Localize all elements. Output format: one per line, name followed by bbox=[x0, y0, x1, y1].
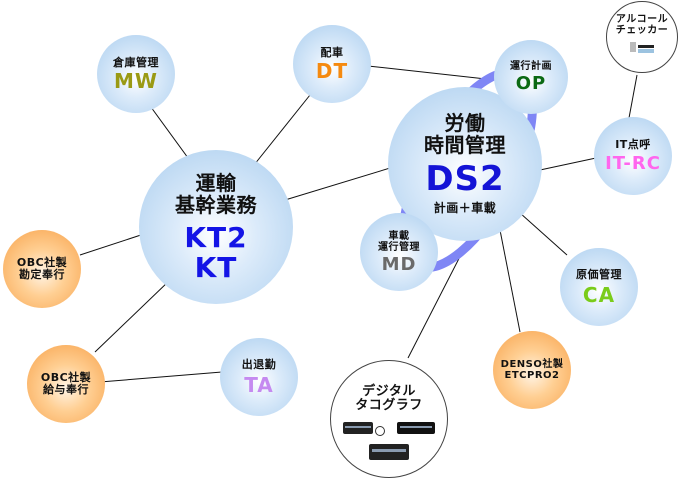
node-kt-code-1: KT2 bbox=[184, 221, 248, 254]
digital-tachograph-devices-icon bbox=[341, 420, 437, 466]
node-mw-code: MW bbox=[114, 69, 158, 94]
node-tacho-title-1: デジタル bbox=[362, 384, 416, 399]
node-itrc-code: IT-RC bbox=[605, 152, 661, 174]
node-md-title-1: 車載 bbox=[388, 230, 410, 242]
node-ta[interactable]: 出退勤 TA bbox=[220, 338, 298, 416]
node-alcohol-checker[interactable]: アルコール チェッカー bbox=[606, 1, 678, 73]
node-op[interactable]: 運行計画 OP bbox=[494, 40, 568, 114]
node-denso[interactable]: DENSO社製 ETCPRO2 bbox=[493, 331, 571, 409]
node-obc-kyuyo-title-2: 給与奉行 bbox=[43, 383, 89, 396]
node-obc-kyuyo-title-1: OBC社製 bbox=[40, 370, 92, 384]
node-ds2-title-2: 時間管理 bbox=[424, 133, 506, 158]
node-kt[interactable]: 運輸 基幹業務 KT2 KT bbox=[139, 150, 293, 304]
node-kt-title-1: 運輸 bbox=[195, 171, 237, 195]
edge-ds2-itrc bbox=[539, 157, 597, 171]
node-denso-title-1: DENSO社製 bbox=[500, 359, 564, 370]
edge-dt-op bbox=[367, 65, 496, 81]
node-alcohol-title-1: アルコール bbox=[615, 14, 669, 25]
edge-kt-ds2 bbox=[284, 164, 401, 201]
node-md-code: MD bbox=[381, 253, 417, 275]
node-op-code: OP bbox=[515, 73, 547, 94]
node-ds2[interactable]: 労働 時間管理 DS2 計画＋車載 bbox=[388, 87, 542, 241]
node-kt-title-2: 基幹業務 bbox=[175, 193, 257, 217]
node-alcohol-title-2: チェッカー bbox=[615, 25, 669, 36]
node-ca[interactable]: 原価管理 CA bbox=[560, 248, 638, 326]
node-obc-kanjo-title-1: OBC社製 bbox=[16, 255, 68, 269]
node-op-title: 運行計画 bbox=[510, 61, 552, 72]
node-tacho-title-2: タコグラフ bbox=[355, 398, 423, 414]
node-obc-kyuyo[interactable]: OBC社製 給与奉行 bbox=[27, 345, 105, 423]
node-ca-title: 原価管理 bbox=[576, 268, 622, 282]
node-mw-title: 倉庫管理 bbox=[113, 55, 159, 69]
node-mw[interactable]: 倉庫管理 MW bbox=[97, 35, 175, 113]
node-itrc[interactable]: IT点呼 IT-RC bbox=[594, 117, 672, 195]
node-ds2-title-1: 労働 bbox=[444, 111, 486, 136]
node-obc-kanjo[interactable]: OBC社製 勘定奉行 bbox=[3, 230, 81, 308]
edge-ds2-ca bbox=[519, 212, 568, 256]
node-ds2-code: DS2 bbox=[425, 159, 505, 200]
node-ta-code: TA bbox=[244, 372, 274, 397]
node-ca-code: CA bbox=[582, 282, 616, 307]
edge-ds2-denso bbox=[499, 229, 521, 333]
node-itrc-title: IT点呼 bbox=[615, 138, 651, 152]
node-dt-code: DT bbox=[315, 59, 349, 84]
edge-itrc-alcohol bbox=[628, 74, 638, 119]
alcohol-checker-icon bbox=[630, 42, 654, 54]
edge-kt-obc-kanjo bbox=[79, 231, 151, 256]
node-dt-title: 配車 bbox=[320, 45, 344, 59]
node-md-title-2: 運行管理 bbox=[378, 241, 420, 253]
edge-obc-kyuyo-ta bbox=[99, 371, 223, 383]
node-md[interactable]: 車載 運行管理 MD bbox=[360, 213, 438, 291]
node-ds2-subtitle: 計画＋車載 bbox=[433, 201, 497, 216]
node-obc-kanjo-title-2: 勘定奉行 bbox=[19, 268, 65, 281]
node-denso-title-2: ETCPRO2 bbox=[504, 370, 560, 381]
edge-kt-dt bbox=[249, 94, 311, 171]
node-digital-tachograph[interactable]: デジタル タコグラフ bbox=[330, 360, 448, 478]
edge-kt-obc-kyuyo bbox=[94, 279, 171, 353]
node-kt-code-2: KT bbox=[194, 251, 238, 284]
node-ta-title: 出退勤 bbox=[241, 358, 277, 372]
node-dt[interactable]: 配車 DT bbox=[293, 25, 371, 103]
